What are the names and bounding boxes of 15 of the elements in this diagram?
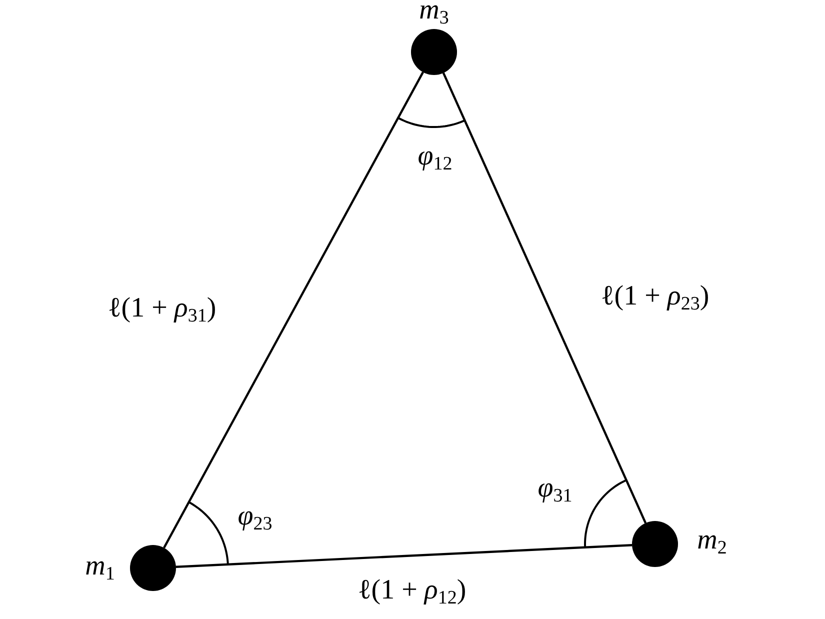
edge-label: ℓ(1 + ρ$_{23}$) xyxy=(600,282,710,314)
edge-label: ℓ(1 + ρ$_{12}$) xyxy=(358,576,466,608)
angle-label: φ$_{12}$ xyxy=(418,142,452,174)
mass-label: m$_{2}$ xyxy=(697,526,727,558)
edge-label: ℓ(1 + ρ$_{31}$) xyxy=(108,294,216,326)
angle-label: φ$_{23}$ xyxy=(238,502,272,534)
line-segment xyxy=(442,72,647,524)
mass-label: m$_{1}$ xyxy=(85,552,115,584)
mass-dot xyxy=(632,521,678,567)
mass-dot xyxy=(130,545,176,591)
angle-label: φ$_{31}$ xyxy=(538,474,572,506)
mass-label: m$_{3}$ xyxy=(419,0,449,28)
line-segment xyxy=(163,72,424,548)
line-segment xyxy=(176,544,632,568)
mass-dot xyxy=(411,29,457,75)
